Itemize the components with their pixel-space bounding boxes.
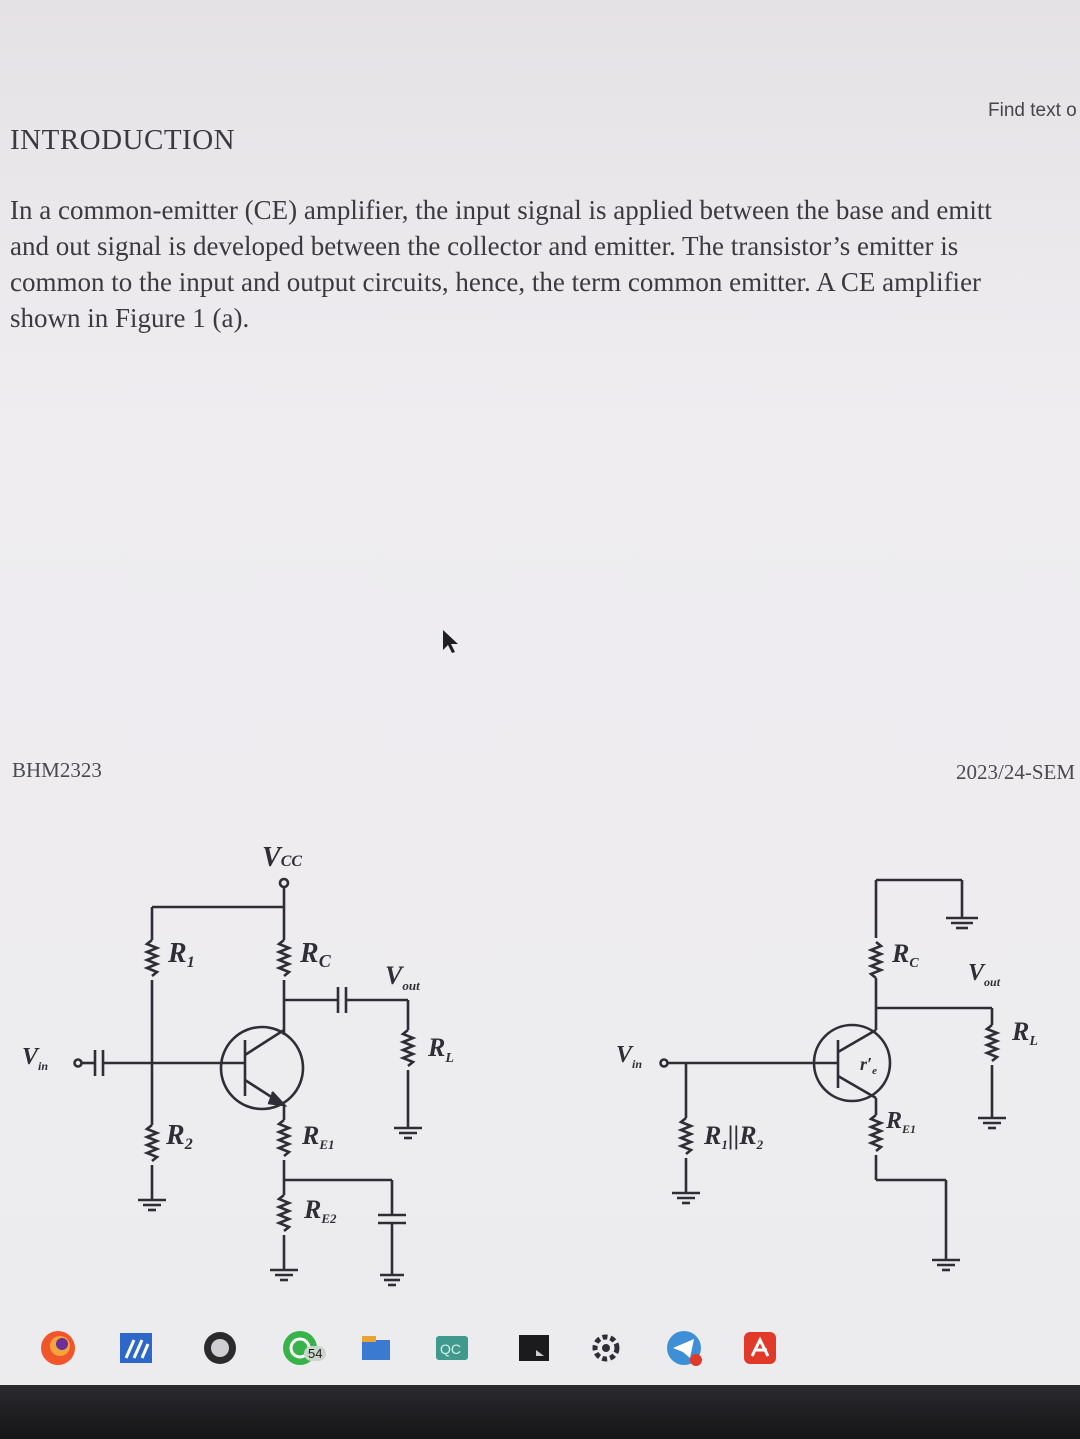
r1-parallel-r2-label: R1||R2	[703, 1121, 764, 1152]
paragraph-line: common to the input and output circuits,…	[10, 267, 982, 297]
paragraph-line: shown in Figure 1 (a).	[10, 303, 250, 333]
re-label: r′e	[860, 1054, 877, 1077]
course-code: BHM2323	[12, 758, 102, 782]
vout-label: Vout	[385, 961, 420, 993]
firefox-icon[interactable]	[38, 1328, 78, 1368]
semester-label: 2023/24-SEM	[956, 760, 1076, 784]
re1-b-label: RE1	[885, 1108, 916, 1136]
find-text-field[interactable]: Find text o	[988, 100, 1077, 121]
whatsapp-badge: 54	[304, 1346, 327, 1361]
taskbar: QC	[0, 1318, 1080, 1382]
svg-text:QC: QC	[440, 1341, 461, 1357]
circuit-b	[659, 878, 1006, 1272]
settings-icon[interactable]	[586, 1328, 626, 1368]
files-icon[interactable]	[356, 1328, 396, 1368]
paragraph-line: In a common-emitter (CE) amplifier, the …	[10, 195, 992, 225]
circuit-figure: VCC R1 RC Vout RL Vin R2 RE1 RE2	[22, 842, 1038, 1287]
intro-paragraph: In a common-emitter (CE) amplifier, the …	[10, 192, 1080, 336]
rl-b-label: RL	[1011, 1017, 1038, 1049]
acrobat-icon[interactable]	[740, 1328, 780, 1368]
terminal-icon[interactable]	[514, 1328, 554, 1368]
telegram-icon[interactable]	[664, 1328, 704, 1368]
r2-label: R2	[165, 1120, 193, 1153]
r1-label: R1	[167, 938, 195, 971]
qc-icon[interactable]: QC	[432, 1328, 472, 1368]
rl-label: RL	[427, 1033, 454, 1066]
section-heading: INTRODUCTION	[10, 124, 236, 156]
obs-icon[interactable]	[200, 1328, 240, 1368]
re2-label: RE2	[303, 1195, 337, 1226]
document-view: Find text o INTRODUCTION In a common-emi…	[0, 0, 1080, 1385]
paragraph-line: and out signal is developed between the …	[10, 231, 959, 261]
monitor-bezel	[0, 1385, 1080, 1439]
rc-label: RC	[299, 938, 332, 971]
rc-b-label: RC	[891, 939, 919, 971]
vout-b-label: Vout	[968, 960, 1001, 989]
vcc-label: VCC	[262, 842, 302, 873]
circuit-a	[73, 877, 422, 1287]
re1-label: RE1	[301, 1121, 335, 1152]
app-icon[interactable]	[116, 1328, 156, 1368]
mouse-cursor-icon	[443, 630, 458, 653]
vin-b-label: Vin	[616, 1042, 642, 1071]
vin-label: Vin	[22, 1044, 48, 1073]
